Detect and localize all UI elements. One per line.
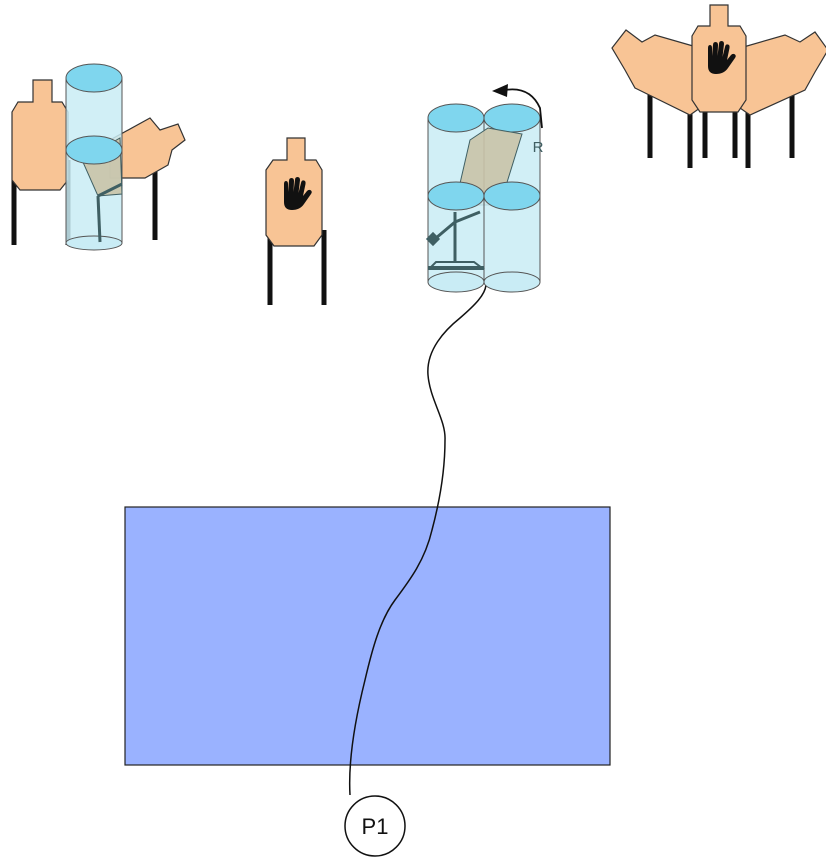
barrel-top — [483, 103, 541, 133]
barrel-top — [483, 181, 541, 211]
swinger-arm — [454, 210, 481, 224]
paper-target — [739, 31, 826, 116]
swinger-arm — [96, 195, 102, 243]
barrel-top — [427, 103, 485, 133]
barrel-stack-center: R — [425, 84, 544, 293]
barrel-bottom — [65, 235, 123, 251]
swinger-target — [109, 117, 186, 179]
target-group-right — [611, 4, 826, 168]
start-position-label: P1 — [362, 814, 389, 839]
barrel-top — [427, 181, 485, 211]
shooting-area — [124, 506, 611, 766]
swinger-arm — [97, 182, 123, 198]
barrel-top — [65, 135, 123, 165]
rotation-arrow-head — [492, 84, 508, 97]
swinger-counterweight — [425, 231, 441, 247]
barrel-bottom — [427, 271, 485, 293]
paper-target — [11, 79, 69, 191]
no-shoot-hand-icon — [284, 177, 312, 210]
barrel-bottom — [483, 271, 541, 293]
barrel-top — [65, 63, 123, 93]
rotation-marker-label: R — [533, 139, 544, 156]
rotation-arrow-icon — [504, 88, 543, 129]
no-shoot-target-middle — [265, 137, 327, 305]
swinger-arm — [435, 220, 456, 240]
start-position-p1: P1 — [344, 795, 406, 857]
target-group-left — [11, 63, 186, 251]
paper-target — [611, 29, 701, 116]
shooter-path — [348, 284, 487, 796]
no-shoot-hand-icon — [708, 41, 736, 74]
